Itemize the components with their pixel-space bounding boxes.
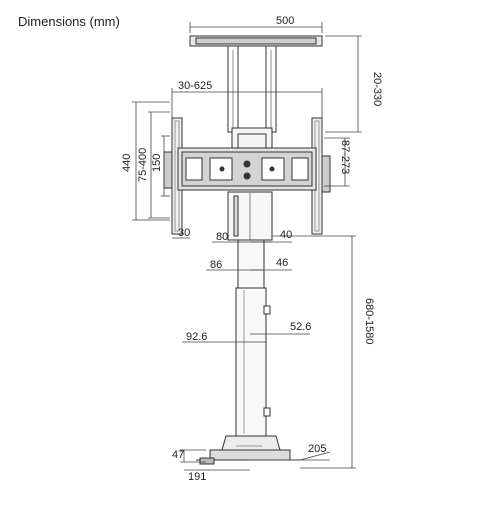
dim-top-height: 20-330	[371, 72, 383, 106]
top-plate	[189, 35, 323, 47]
dim-upper-80: 80	[216, 231, 228, 243]
dimension-lines	[132, 22, 362, 471]
vesa-mount	[163, 117, 331, 235]
dimension-labels: 500 20-330 30-625 440 75-400 150 87-273 …	[121, 15, 383, 483]
dim-base-47: 47	[172, 449, 184, 461]
dim-mount-height: 440	[121, 154, 133, 172]
dim-height-range: 680-1580	[363, 298, 375, 345]
dim-mount-width: 30-625	[178, 80, 212, 92]
dim-150: 150	[151, 154, 163, 172]
diagram-title: Dimensions (mm)	[18, 14, 120, 29]
dim-upper-40: 40	[280, 229, 292, 241]
dim-tilt: 87-273	[339, 140, 351, 174]
dim-col-46: 46	[276, 257, 288, 269]
dim-arm-30: 30	[178, 227, 190, 239]
dim-vesa-h: 75-400	[137, 148, 149, 182]
dim-top-width: 500	[276, 15, 294, 27]
dim-lower-926: 92.6	[186, 331, 207, 343]
column	[235, 239, 271, 437]
base	[196, 435, 300, 465]
dim-base-191: 191	[188, 471, 206, 483]
upper-rails	[227, 45, 277, 133]
dim-base-205: 205	[308, 443, 326, 455]
dim-lower-526: 52.6	[290, 321, 311, 333]
upper-column	[227, 191, 273, 241]
dim-col-86: 86	[210, 259, 222, 271]
